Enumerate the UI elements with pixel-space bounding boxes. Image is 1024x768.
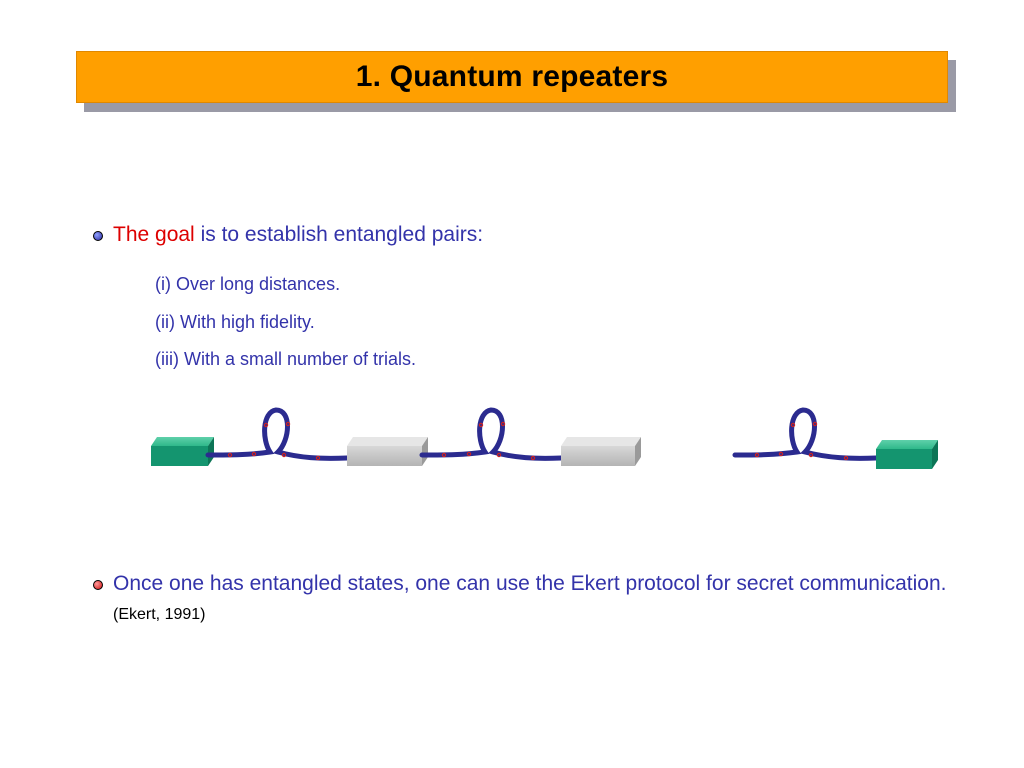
goal-item-high-fidelity: (ii) With high fidelity. <box>155 312 315 332</box>
fiber-segment-2 <box>419 407 564 461</box>
bullet-icon <box>93 231 103 241</box>
bullet-icon <box>93 580 103 590</box>
slide-title: 1. Quantum repeaters <box>355 60 669 93</box>
ekert-citation: (Ekert, 1991) <box>113 606 206 623</box>
repeater-node-2 <box>561 437 641 466</box>
ekert-statement: Once one has entangled states, one can u… <box>113 572 947 595</box>
goal-highlight: The goal <box>113 223 195 246</box>
end-node-left <box>151 437 214 466</box>
title-banner: 1. Quantum repeaters <box>76 51 948 103</box>
goal-statement: The goal is to establish entangled pairs… <box>113 223 483 247</box>
repeater-node-1 <box>347 437 428 466</box>
goal-item-few-trials: (iii) With a small number of trials. <box>155 349 417 369</box>
goal-rest: is to establish entangled pairs: <box>194 223 484 246</box>
goal-item-long-distance: (i) Over long distances. <box>155 274 341 294</box>
fiber-segment-3 <box>732 407 879 461</box>
end-node-right <box>876 440 938 469</box>
fiber-segment-1 <box>205 407 350 461</box>
